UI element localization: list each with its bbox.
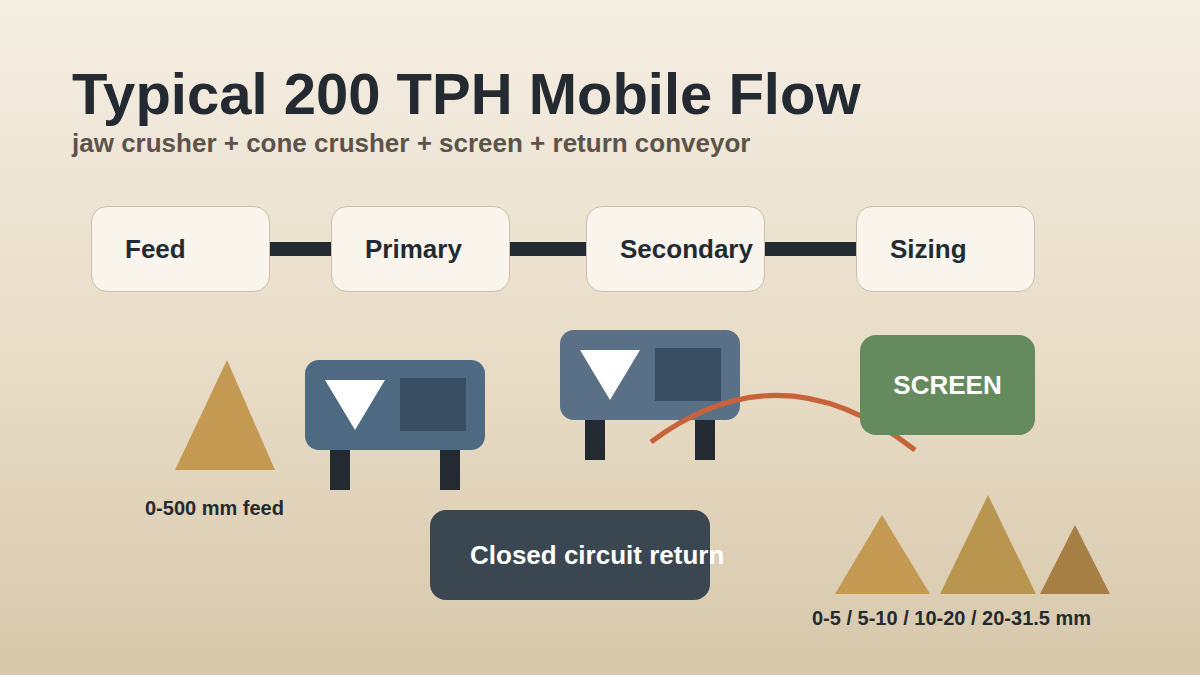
connector-bar xyxy=(270,242,331,256)
node-label: Secondary xyxy=(620,236,753,262)
connector-bar xyxy=(510,242,586,256)
node-label: Closed circuit return xyxy=(470,542,724,568)
product-pile xyxy=(940,495,1036,594)
node-label: SCREEN xyxy=(893,372,1001,398)
node-label: Primary xyxy=(365,236,462,262)
flow-connector xyxy=(510,249,586,250)
flow-connector xyxy=(765,249,856,250)
stage-box: Feed xyxy=(91,206,270,292)
product-pile xyxy=(1040,525,1110,594)
feed-pile xyxy=(175,360,275,470)
product-size-label: 0-5 / 5-10 / 10-20 / 20-31.5 mm xyxy=(812,608,1091,628)
node-label: Sizing xyxy=(890,236,967,262)
connector-bar xyxy=(765,242,856,256)
product-pile xyxy=(835,515,930,594)
screen-box: SCREEN xyxy=(860,335,1035,435)
stage-box: Sizing xyxy=(856,206,1035,292)
node-label: Feed xyxy=(125,236,186,262)
return-box: Closed circuit return xyxy=(430,510,710,600)
stage-box: Secondary xyxy=(586,206,765,292)
title: Typical 200 TPH Mobile Flow xyxy=(72,65,861,123)
stage-box: Primary xyxy=(331,206,510,292)
feed-size-label: 0-500 mm feed xyxy=(145,498,284,518)
jaw-crusher xyxy=(305,360,485,490)
flow-connector xyxy=(270,249,331,250)
subtitle: jaw crusher + cone crusher + screen + re… xyxy=(72,130,750,156)
